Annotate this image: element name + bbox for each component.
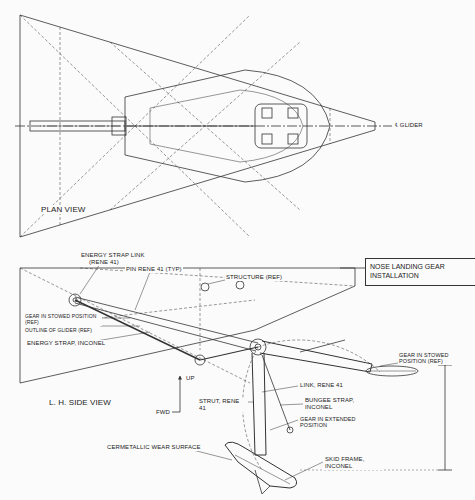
side-view	[20, 264, 452, 494]
position-label: GEAR IN EXTENDED POSITION	[299, 416, 371, 429]
part-label: ENERGY STRAP, INCONEL	[26, 340, 106, 347]
part-label: (RENE 41)	[88, 259, 120, 266]
part-label: ENERGY STRAP LINK	[80, 252, 146, 259]
reference-label: STRUCTURE (REF)	[225, 274, 283, 281]
title-text: NOSE LANDING GEAR INSTALLATION	[366, 259, 475, 285]
direction-label: UP	[185, 375, 196, 382]
part-label: STRUT, RENE 41	[198, 398, 248, 412]
view-title: L. H. SIDE VIEW	[48, 398, 112, 407]
reference-label: GEAR IN STOWED POSITION (REF)	[398, 352, 472, 365]
reference-label: GEAR IN STOWED POSITION (REF)	[24, 314, 102, 326]
part-label: BUNGEE STRAP, INCONEL	[304, 397, 366, 411]
direction-label: FWD	[155, 409, 171, 416]
part-label: PIN RENE 41 (TYP)	[125, 266, 183, 273]
part-label: SKID FRAME, INCONEL	[324, 456, 384, 470]
part-label: CERMETALLIC WEAR SURFACE	[106, 444, 202, 451]
reference-label: OUTLINE OF GLIDER (REF)	[24, 328, 93, 334]
plan-view	[15, 15, 392, 237]
centerline-label: ℄ GLIDER	[394, 122, 424, 129]
part-label: LINK, RENE 41	[299, 382, 344, 389]
view-title: PLAN VIEW	[40, 205, 86, 214]
title-box: NOSE LANDING GEAR INSTALLATION	[365, 258, 475, 286]
